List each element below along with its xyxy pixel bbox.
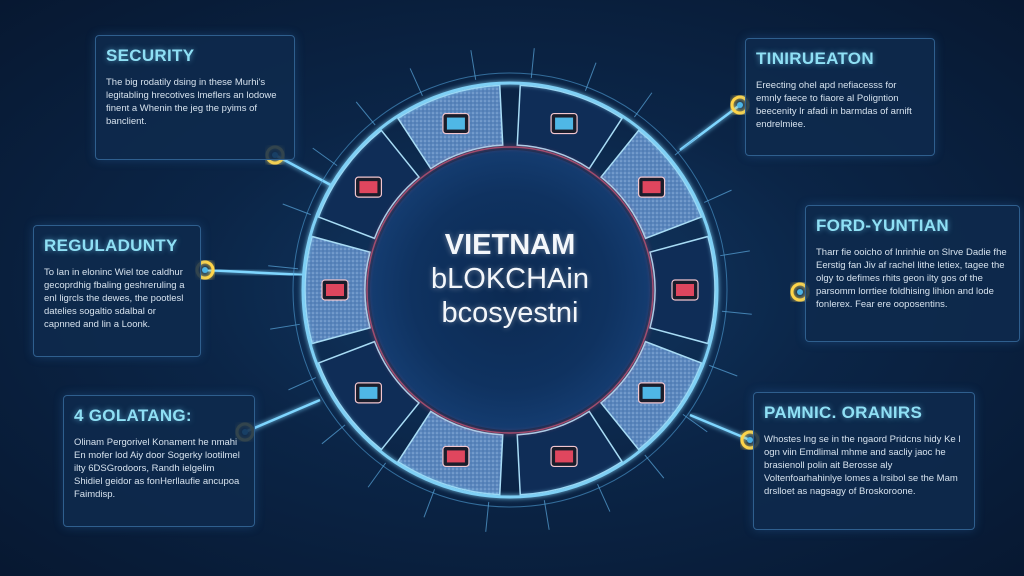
tick-line [703, 189, 732, 203]
tick-line [485, 501, 490, 532]
panel-body: Ereecting ohel apd nefiacesss for emnly … [756, 80, 912, 130]
tick-line [644, 454, 665, 479]
inner-hub [370, 150, 650, 430]
outer-ring-thin [292, 72, 728, 508]
panel-4-golatang: 4 GOLATANG: Olinam Pergorivel Konament h… [63, 395, 255, 527]
tick-line [282, 203, 311, 216]
panel-reguladunty: REGULADUNTY To lan in eloninc Wiel toe c… [33, 225, 201, 357]
title-line-2: bLOKCHAin [431, 263, 589, 295]
panel-body: Tharr fie ooicho of lnrinhie on Slrve Da… [816, 247, 1007, 310]
device-icon [550, 112, 578, 135]
tick-line [423, 489, 436, 518]
device-icon [637, 382, 666, 404]
tick-line [633, 92, 653, 118]
connector-node-dot [747, 437, 753, 443]
tick-line [543, 500, 550, 530]
panel-title: FORD-YUNTIAN [816, 216, 949, 235]
connector-arrow [204, 268, 306, 277]
tick-line [721, 310, 752, 315]
tick-line [288, 377, 317, 391]
device-icon [321, 279, 349, 301]
device-icon [637, 176, 666, 198]
panel-title: REGULADUNTY [44, 236, 178, 255]
connector-node-dot [202, 267, 208, 273]
inner-glow-ring [366, 146, 654, 434]
panel-tinirueaton: TINIRUEATON Ereecting ohel apd nefiacess… [745, 38, 935, 156]
panel-body: The big rodatily dsing in these Murhi's … [106, 77, 277, 127]
tick-line [268, 265, 299, 270]
panel-title: TINIRUEATON [756, 49, 874, 68]
connector-arrow [274, 153, 341, 192]
tick-line [355, 101, 376, 126]
connector-arrow [244, 398, 321, 434]
segment-icons [321, 112, 699, 468]
tick-line [682, 413, 708, 433]
panel-title: SECURITY [106, 46, 195, 65]
panel-ford-yuntian: FORD-YUNTIAN Tharr fie ooicho of lnrinhi… [805, 205, 1020, 342]
outer-ring-glow [301, 81, 719, 499]
panel-body: Whostes lng se in the ngaord Pridcns hid… [764, 434, 961, 497]
panel-body: To lan in eloninc Wiel toe caldhur gecop… [44, 267, 185, 330]
device-icon [354, 176, 383, 198]
connector-node-dot [797, 289, 803, 295]
tick-line [409, 68, 423, 97]
connector-node-dot [737, 102, 743, 108]
title-line-3: bcosyestni [441, 297, 579, 329]
device-icon [442, 112, 470, 135]
panel-pamnic-oranirs: PAMNIC. ORANIRS Whostes lng se in the ng… [753, 392, 975, 530]
panel-title: 4 GOLATANG: [74, 406, 192, 425]
tick-line [470, 50, 477, 80]
title-line-1: VIETNAM [444, 229, 576, 261]
panel-security: SECURITY The big rodatily dsing in these… [95, 35, 295, 160]
tick-line [530, 48, 535, 79]
tick-line [321, 424, 346, 445]
connector-arrow [689, 413, 751, 442]
device-icon [442, 445, 470, 468]
tick-line [709, 364, 738, 377]
center-title: VIETNAM bLOKCHAin bcosyestni [400, 228, 620, 330]
panel-title: PAMNIC. ORANIRS [764, 403, 923, 422]
tick-line [367, 462, 387, 488]
device-icon [354, 382, 383, 404]
tick-line [720, 250, 750, 257]
device-icon [671, 279, 699, 301]
tick-line [674, 135, 699, 156]
tick-line [597, 483, 611, 512]
tick-line [270, 323, 300, 330]
panel-body: Olinam Pergorivel Konament he nmahi En m… [74, 437, 240, 500]
tick-line [584, 62, 597, 91]
device-icon [550, 445, 578, 468]
tick-line [312, 147, 338, 167]
